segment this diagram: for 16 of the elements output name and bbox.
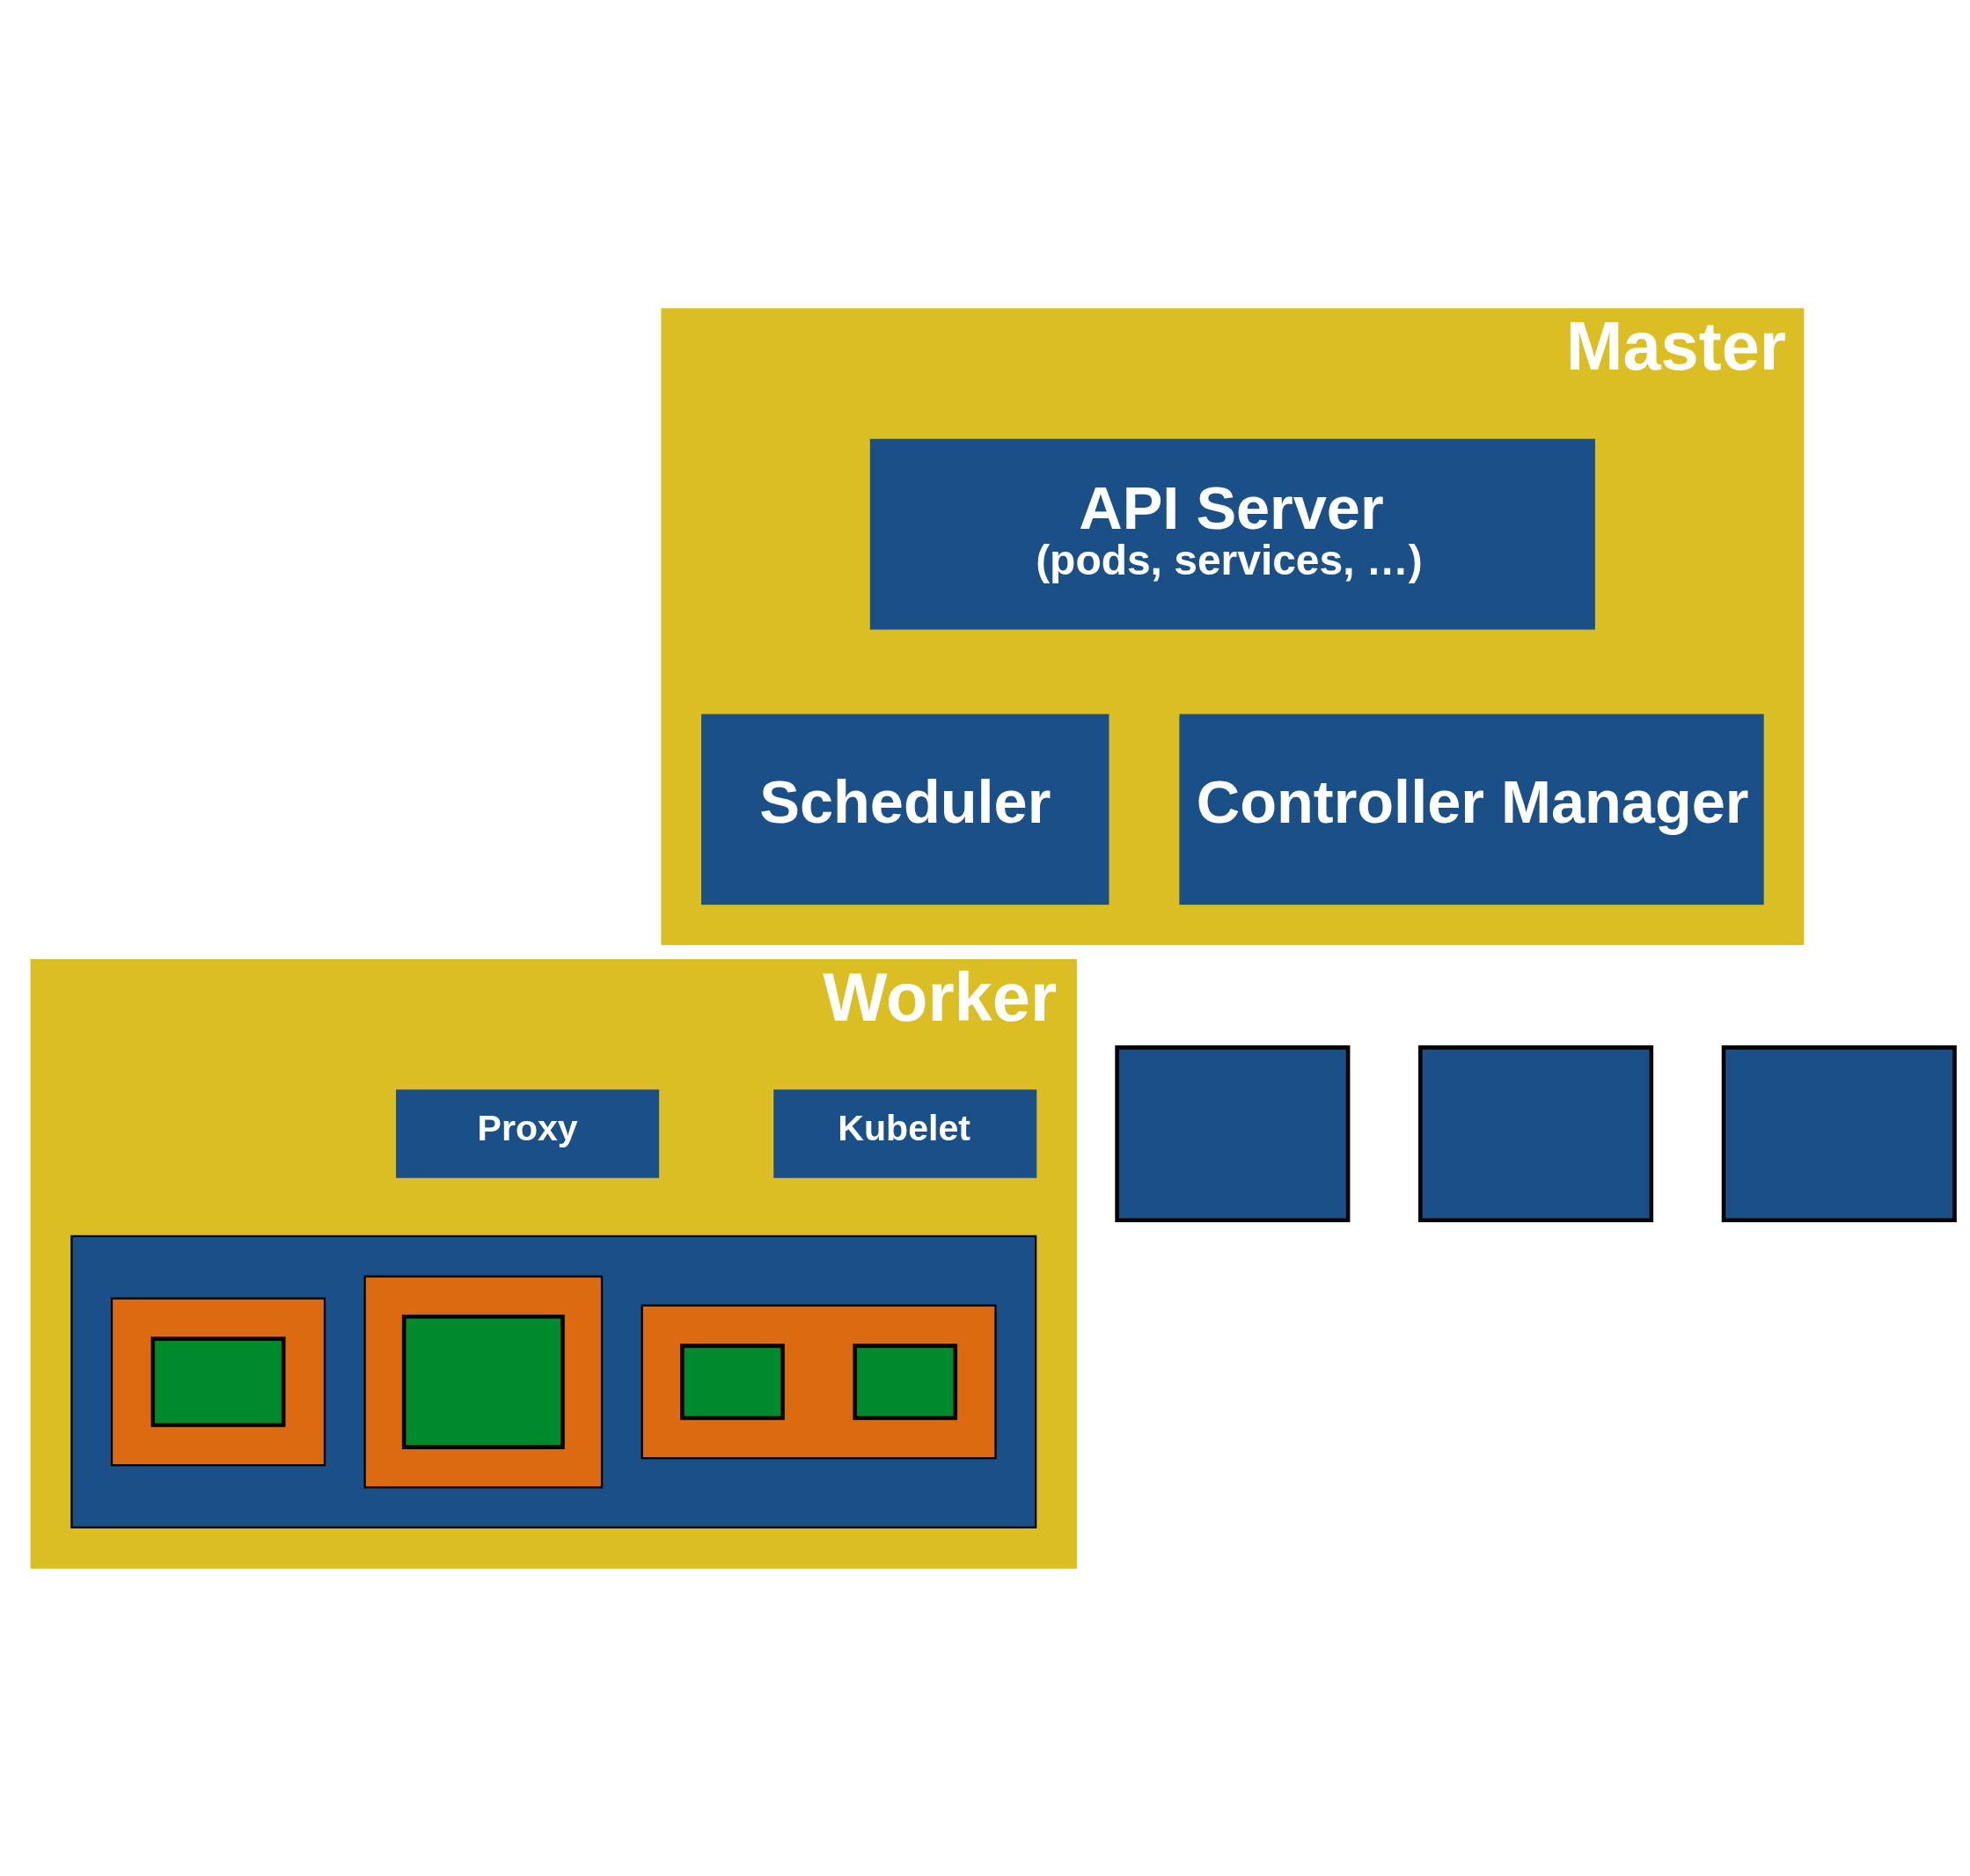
cluster [70,1235,1037,1528]
node-box [853,1343,958,1420]
node-box [1418,1044,1654,1222]
cluster [110,1297,326,1466]
cluster [641,1304,997,1459]
node-box: Scheduler [701,713,1109,905]
node-box [150,1336,286,1427]
node-box: Controller Manager [1179,713,1764,905]
node-box: Kubelet [773,1088,1037,1178]
node-box: Proxy [396,1088,660,1178]
cluster [363,1274,604,1488]
node-box [401,1314,565,1449]
node-box [680,1343,785,1420]
node-box [1721,1044,1957,1222]
node-box [1115,1044,1351,1222]
node-box: API Server (pods, services, …) [869,438,1595,629]
